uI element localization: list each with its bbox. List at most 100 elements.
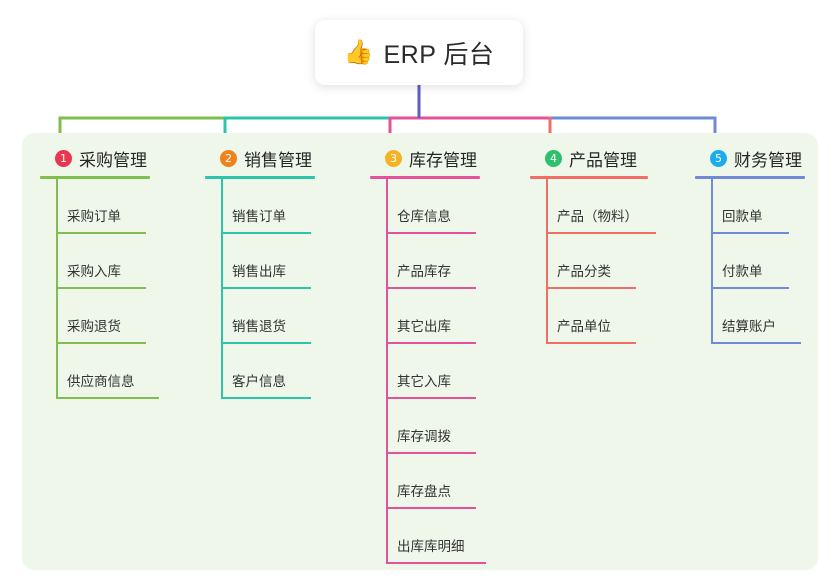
leaf-item[interactable]: 供应商信息 xyxy=(56,344,159,399)
leaf-item[interactable]: 仓库信息 xyxy=(386,179,480,234)
leaf-rule xyxy=(386,232,476,234)
branch-number-badge: 3 xyxy=(385,149,402,167)
branch-header-rule xyxy=(40,176,150,179)
leaf-item[interactable]: 销售退货 xyxy=(221,289,315,344)
leaf-rule xyxy=(711,287,789,289)
leaf-label: 产品单位 xyxy=(557,319,611,334)
branch-header-rule xyxy=(695,176,805,179)
branch-title: 库存管理 xyxy=(409,150,477,170)
branch-header-rule xyxy=(370,176,480,179)
leaf-item[interactable]: 付款单 xyxy=(711,234,805,289)
leaf-item[interactable]: 销售出库 xyxy=(221,234,315,289)
leaf-rule xyxy=(221,397,311,399)
branch-spine xyxy=(711,179,713,344)
leaf-label: 结算账户 xyxy=(722,319,776,334)
leaf-rule xyxy=(386,452,476,454)
branch-column-5: 5 财务管理回款单付款单结算账户 xyxy=(695,145,805,344)
leaf-label: 销售出库 xyxy=(232,264,286,279)
leaf-label: 采购退货 xyxy=(67,319,121,334)
leaf-item[interactable]: 出库库明细 xyxy=(386,509,486,564)
branches-panel xyxy=(22,133,818,570)
branch-number-badge: 2 xyxy=(220,149,237,167)
leaf-label: 仓库信息 xyxy=(397,209,451,224)
leaf-label: 产品库存 xyxy=(397,264,451,279)
leaf-item[interactable]: 采购退货 xyxy=(56,289,150,344)
leaf-label: 其它入库 xyxy=(397,374,451,389)
branch-column-1: 1 采购管理采购订单采购入库采购退货供应商信息 xyxy=(40,145,159,399)
leaf-list: 销售订单销售出库销售退货客户信息 xyxy=(205,179,315,399)
leaf-rule xyxy=(546,287,636,289)
leaf-rule xyxy=(711,342,801,344)
leaf-item[interactable]: 库存调拨 xyxy=(386,399,480,454)
branch-number-badge: 5 xyxy=(710,149,727,167)
branch-title: 采购管理 xyxy=(79,150,147,170)
branch-header-5[interactable]: 5 财务管理 xyxy=(695,145,805,171)
leaf-list: 仓库信息产品库存其它出库其它入库库存调拨库存盘点出库库明细 xyxy=(370,179,486,564)
branch-column-3: 3 库存管理仓库信息产品库存其它出库其它入库库存调拨库存盘点出库库明细 xyxy=(370,145,486,564)
leaf-rule xyxy=(386,562,486,564)
leaf-item[interactable]: 结算账户 xyxy=(711,289,805,344)
leaf-label: 客户信息 xyxy=(232,374,286,389)
leaf-rule xyxy=(56,287,146,289)
leaf-item[interactable]: 采购入库 xyxy=(56,234,150,289)
leaf-rule xyxy=(711,232,789,234)
leaf-label: 回款单 xyxy=(722,209,763,224)
branch-number-badge: 1 xyxy=(55,149,72,167)
leaf-label: 供应商信息 xyxy=(67,374,135,389)
leaf-label: 产品（物料） xyxy=(557,209,638,224)
leaf-label: 出库库明细 xyxy=(397,539,465,554)
leaf-item[interactable]: 产品分类 xyxy=(546,234,648,289)
leaf-item[interactable]: 回款单 xyxy=(711,179,805,234)
leaf-label: 销售退货 xyxy=(232,319,286,334)
leaf-rule xyxy=(386,287,476,289)
thumbs-up-icon: 👍 xyxy=(343,38,374,66)
leaf-rule xyxy=(221,342,311,344)
leaf-label: 库存调拨 xyxy=(397,429,451,444)
branch-header-rule xyxy=(205,176,315,179)
leaf-label: 销售订单 xyxy=(232,209,286,224)
leaf-item[interactable]: 采购订单 xyxy=(56,179,150,234)
branch-header-2[interactable]: 2 销售管理 xyxy=(205,145,315,171)
branch-title: 销售管理 xyxy=(244,150,312,170)
leaf-label: 其它出库 xyxy=(397,319,451,334)
branch-spine xyxy=(56,179,58,399)
leaf-item[interactable]: 销售订单 xyxy=(221,179,315,234)
leaf-rule xyxy=(546,342,636,344)
leaf-label: 采购入库 xyxy=(67,264,121,279)
leaf-rule xyxy=(221,287,311,289)
leaf-label: 采购订单 xyxy=(67,209,121,224)
leaf-list: 产品（物料） 产品分类产品单位 xyxy=(530,179,656,344)
branch-header-1[interactable]: 1 采购管理 xyxy=(40,145,150,171)
leaf-rule xyxy=(56,342,146,344)
branch-title: 产品管理 xyxy=(569,150,637,170)
leaf-item[interactable]: 其它出库 xyxy=(386,289,480,344)
root-node[interactable]: 👍 ERP 后台 xyxy=(315,20,523,85)
branch-spine xyxy=(386,179,388,564)
leaf-label: 产品分类 xyxy=(557,264,611,279)
branch-column-2: 2 销售管理销售订单销售出库销售退货客户信息 xyxy=(205,145,315,399)
leaf-item[interactable]: 库存盘点 xyxy=(386,454,480,509)
leaf-item[interactable]: 产品单位 xyxy=(546,289,648,344)
leaf-rule xyxy=(546,232,656,234)
branch-header-4[interactable]: 4 产品管理 xyxy=(530,145,648,171)
leaf-item[interactable]: 其它入库 xyxy=(386,344,480,399)
leaf-rule xyxy=(386,507,476,509)
branch-header-rule xyxy=(530,176,648,179)
leaf-item[interactable]: 产品库存 xyxy=(386,234,480,289)
branch-number-badge: 4 xyxy=(545,149,562,167)
branch-spine xyxy=(221,179,223,399)
branch-spine xyxy=(546,179,548,344)
leaf-rule xyxy=(56,397,159,399)
leaf-label: 付款单 xyxy=(722,264,763,279)
root-title: ERP 后台 xyxy=(383,40,495,69)
branch-header-3[interactable]: 3 库存管理 xyxy=(370,145,480,171)
leaf-label: 库存盘点 xyxy=(397,484,451,499)
leaf-rule xyxy=(386,397,476,399)
leaf-item[interactable]: 产品（物料） xyxy=(546,179,656,234)
leaf-item[interactable]: 客户信息 xyxy=(221,344,315,399)
leaf-list: 回款单付款单结算账户 xyxy=(695,179,805,344)
leaf-list: 采购订单采购入库采购退货供应商信息 xyxy=(40,179,159,399)
leaf-rule xyxy=(56,232,146,234)
branch-title: 财务管理 xyxy=(734,150,802,170)
